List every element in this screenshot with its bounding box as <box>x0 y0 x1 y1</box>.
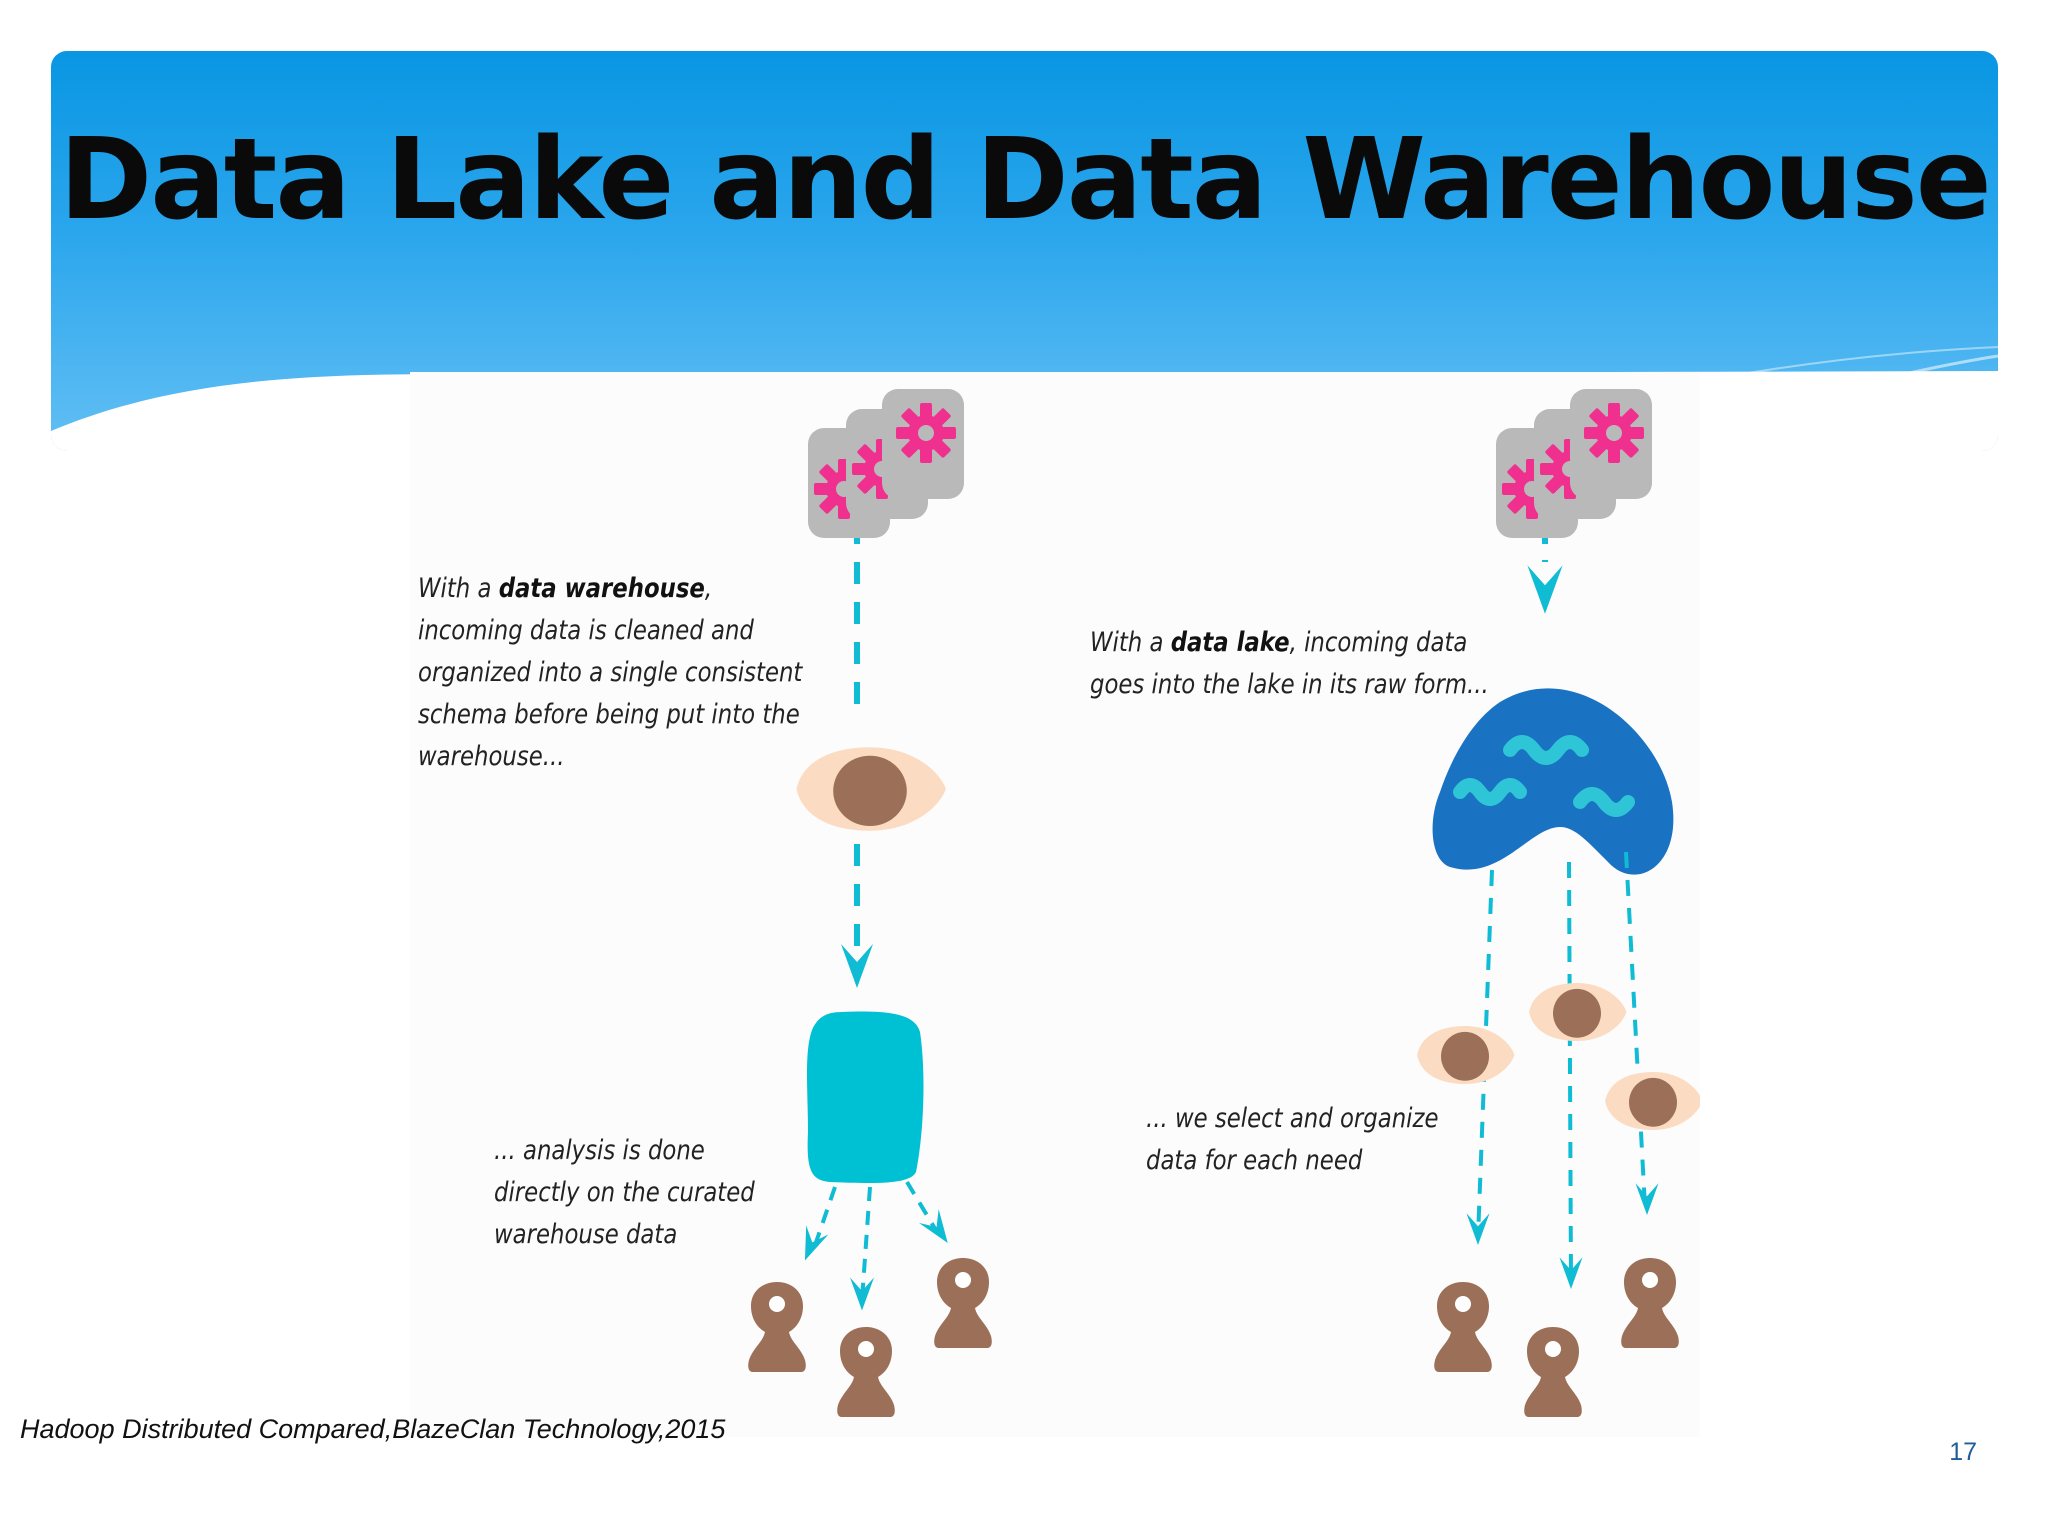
warehouse-block-icon <box>807 1011 924 1183</box>
filter-eye-icon-lake-3 <box>1605 1071 1700 1131</box>
lake-icon <box>1432 688 1674 875</box>
warehouse-analysis-caption: ... analysis is done directly on the cur… <box>494 1130 755 1256</box>
caption-text: , <box>704 573 713 604</box>
user-pawn-icon <box>837 1327 895 1417</box>
diagram-figure: With a data warehouse, incoming data is … <box>410 372 1700 1437</box>
lake-intro-caption: With a data lake, incoming data goes int… <box>1090 622 1489 706</box>
caption-line: incoming data is cleaned and <box>418 615 754 646</box>
user-pawn-icon <box>1434 1282 1492 1372</box>
filter-eye-icon-warehouse <box>796 747 946 831</box>
source-gears-icon-warehouse <box>808 389 964 538</box>
source-gears-icon-lake <box>1496 389 1652 538</box>
user-pawn-icon <box>934 1258 992 1348</box>
user-pawn-icon <box>1524 1327 1582 1417</box>
filter-eye-icon-lake-2 <box>1529 982 1627 1042</box>
caption-line: data for each need <box>1146 1145 1363 1176</box>
caption-emphasis: data warehouse <box>498 573 705 604</box>
source-credit: Hadoop Distributed Compared,BlazeClan Te… <box>20 1414 726 1444</box>
page-number: 17 <box>1949 1438 1977 1466</box>
caption-line: ... we select and organize <box>1146 1103 1439 1134</box>
caption-text: , incoming data <box>1289 627 1468 658</box>
filter-eye-icon-lake-1 <box>1417 1025 1515 1085</box>
user-pawn-icon <box>1621 1258 1679 1348</box>
caption-line: warehouse data <box>494 1219 678 1250</box>
data-flow-diagram <box>748 372 1700 1417</box>
warehouse-intro-caption: With a data warehouse, incoming data is … <box>418 568 802 778</box>
caption-line: ... analysis is done <box>494 1135 705 1166</box>
caption-line: warehouse... <box>418 741 565 772</box>
caption-line: directly on the curated <box>494 1177 755 1208</box>
caption-line: goes into the lake in its raw form... <box>1090 669 1489 700</box>
caption-text: With a <box>1090 627 1171 658</box>
caption-emphasis: data lake <box>1170 627 1290 658</box>
caption-line: organized into a single consistent <box>418 657 803 688</box>
slide-title: Data Lake and Data Warehouse <box>59 115 1992 245</box>
caption-text: With a <box>418 573 499 604</box>
user-pawn-icon <box>748 1282 806 1372</box>
caption-line: schema before being put into the <box>418 699 800 730</box>
lake-select-caption: ... we select and organize data for each… <box>1146 1098 1438 1182</box>
